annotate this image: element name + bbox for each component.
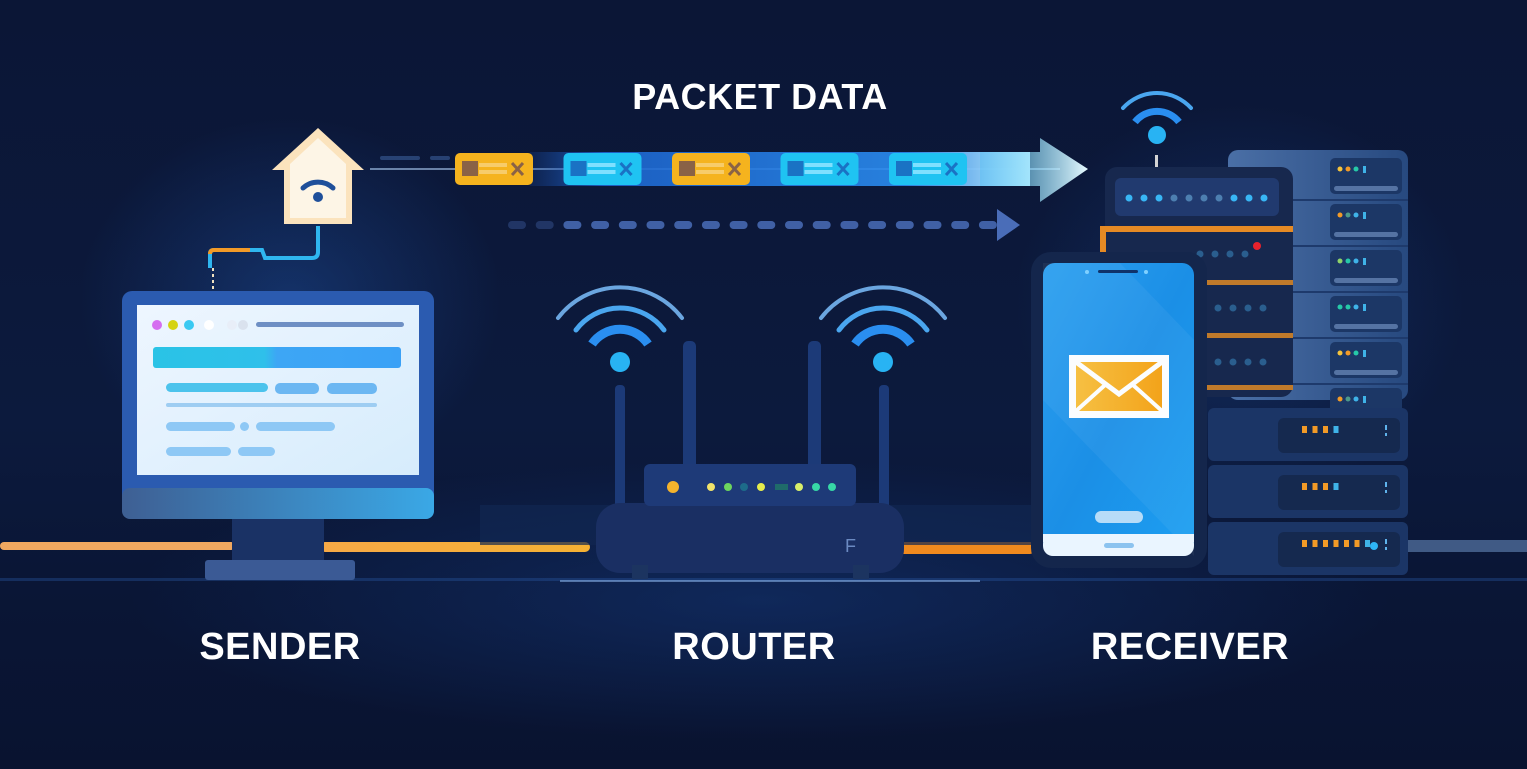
packet	[672, 153, 750, 185]
sender-label: SENDER	[199, 626, 361, 668]
dash-segment	[646, 221, 665, 229]
status-led	[1155, 194, 1163, 202]
dash-segment	[563, 221, 582, 229]
status-led	[1140, 194, 1148, 202]
status-led	[1185, 194, 1193, 202]
dash-segment	[785, 221, 803, 229]
router-label: ROUTER	[672, 626, 836, 668]
status-led	[1200, 194, 1208, 202]
router-badge: F	[845, 536, 856, 556]
dash-segment	[868, 221, 887, 229]
dash-segment	[812, 221, 831, 229]
status-led	[1125, 194, 1133, 202]
receiver-label: RECEIVER	[1090, 626, 1290, 668]
dashed-arrow-head	[997, 209, 1020, 241]
packet	[780, 153, 859, 185]
status-led	[1245, 194, 1253, 202]
wifi-icon	[1121, 90, 1193, 144]
dash-segment	[729, 221, 748, 229]
dash-segment	[840, 221, 859, 229]
packet	[455, 153, 533, 185]
floor	[0, 578, 1527, 582]
wifi-router: F	[480, 341, 1040, 579]
home-wifi-icon	[272, 128, 364, 224]
server-unit	[1208, 408, 1408, 461]
packet	[889, 153, 967, 185]
dash-segment	[757, 221, 776, 229]
desktop-monitor	[122, 291, 434, 580]
dash-segment	[618, 221, 637, 229]
status-led	[1170, 194, 1178, 202]
dash-segment	[978, 221, 997, 229]
dash-segment	[508, 221, 526, 229]
server-unit	[1208, 465, 1408, 518]
envelope-icon	[1069, 355, 1169, 418]
dash-segment	[895, 221, 914, 229]
wifi-icon	[556, 285, 684, 372]
status-led	[1230, 194, 1238, 202]
dash-segment	[674, 221, 693, 229]
dash-segment	[923, 221, 942, 229]
server-units-lower	[1208, 408, 1408, 575]
status-led	[1260, 194, 1268, 202]
dash-segment	[535, 221, 554, 229]
status-led	[1215, 194, 1223, 202]
dash-segment	[951, 221, 970, 229]
smartphone	[1031, 252, 1207, 568]
packet-stream	[370, 138, 1088, 202]
dash-segment	[701, 221, 720, 229]
diagram-title: PACKET DATA	[632, 76, 888, 117]
arrow-right-icon	[980, 138, 1088, 202]
server-unit	[1208, 522, 1408, 575]
packet	[563, 153, 642, 185]
dashed-flow	[508, 221, 997, 229]
rack-unit	[1228, 342, 1408, 385]
wifi-icon	[819, 285, 947, 372]
dash-segment	[591, 221, 610, 229]
